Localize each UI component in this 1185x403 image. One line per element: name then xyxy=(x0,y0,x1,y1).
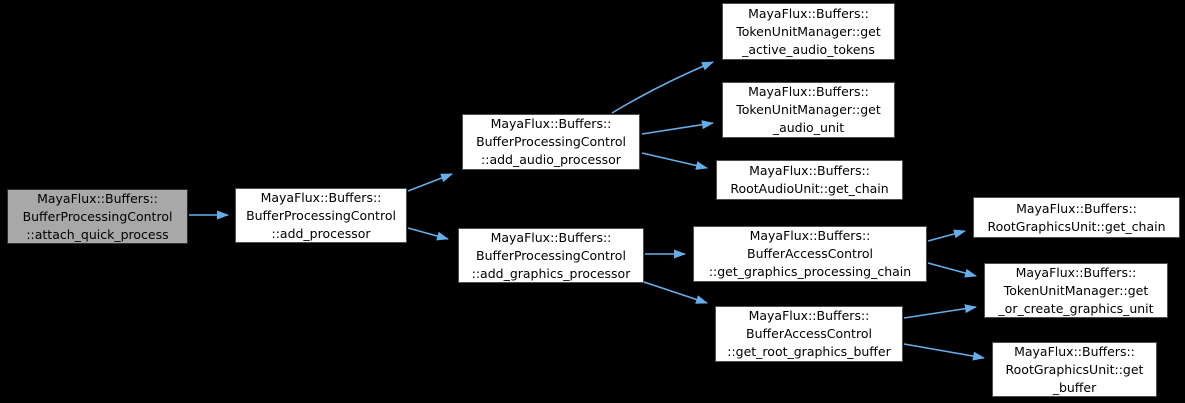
edge-get-graphics-processing-chain-to-get-or-create-graphics-unit xyxy=(927,262,977,278)
node-get-root-graphics-buffer[interactable]: MayaFlux::Buffers:: BufferAccessControl … xyxy=(715,306,903,362)
edge-add-processor-to-add-audio-processor xyxy=(407,173,453,192)
edge-add-audio-processor-to-get-active-audio-tokens xyxy=(611,61,714,114)
edge-add-processor-to-add-graphics-processor xyxy=(407,227,449,241)
edge-add-graphics-processor-to-get-root-graphics-buffer xyxy=(640,280,708,304)
node-get-active-audio-tokens[interactable]: MayaFlux::Buffers:: TokenUnitManager::ge… xyxy=(722,3,895,60)
edge-add-audio-processor-to-root-audio-get-chain xyxy=(641,152,708,170)
edge-add-audio-processor-to-get-audio-unit xyxy=(641,120,714,135)
edge-get-root-graphics-buffer-to-get-or-create-graphics-unit xyxy=(903,304,977,319)
edge-get-graphics-processing-chain-to-root-graphics-get-chain xyxy=(927,229,966,242)
node-root-audio-get-chain[interactable]: MayaFlux::Buffers:: RootAudioUnit::get_c… xyxy=(716,160,903,200)
node-get-graphics-processing-chain[interactable]: MayaFlux::Buffers:: BufferAccessControl … xyxy=(693,226,927,282)
node-attach-quick-process: MayaFlux::Buffers:: BufferProcessingCont… xyxy=(7,189,188,244)
node-get-audio-unit[interactable]: MayaFlux::Buffers:: TokenUnitManager::ge… xyxy=(722,82,895,138)
node-root-graphics-get-chain[interactable]: MayaFlux::Buffers:: RootGraphicsUnit::ge… xyxy=(973,197,1180,238)
node-root-graphics-get-buffer[interactable]: MayaFlux::Buffers:: RootGraphicsUnit::ge… xyxy=(992,342,1157,397)
node-add-graphics-processor[interactable]: MayaFlux::Buffers:: BufferProcessingCont… xyxy=(458,228,644,283)
node-add-processor[interactable]: MayaFlux::Buffers:: BufferProcessingCont… xyxy=(235,188,407,243)
node-get-or-create-graphics-unit[interactable]: MayaFlux::Buffers:: TokenUnitManager::ge… xyxy=(984,263,1168,318)
edge-get-root-graphics-buffer-to-root-graphics-get-buffer xyxy=(903,343,985,361)
node-add-audio-processor[interactable]: MayaFlux::Buffers:: BufferProcessingCont… xyxy=(462,114,640,170)
